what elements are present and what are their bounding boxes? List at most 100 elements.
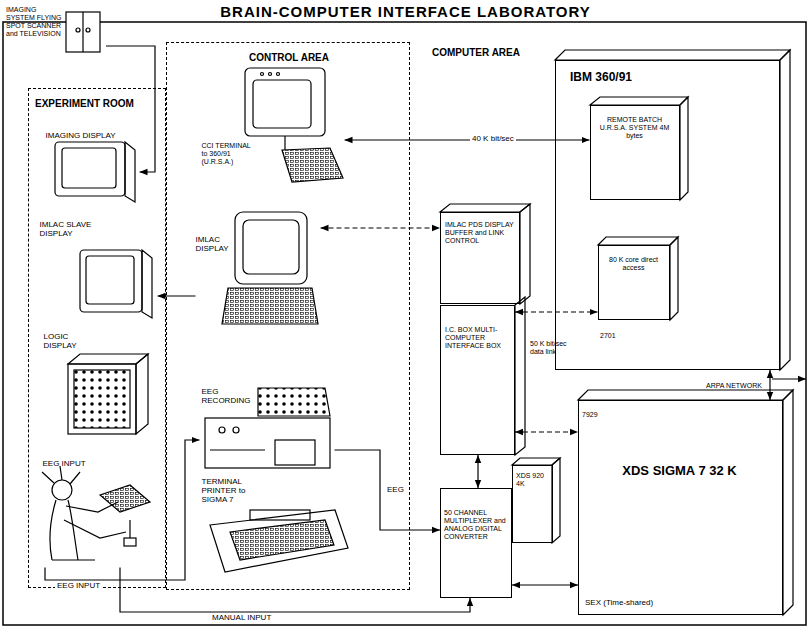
illustration (3, 12, 806, 625)
buffer-box: IMLAC PDS DISPLAY BUFFER and LINK CONTRO… (440, 212, 520, 304)
box-face (783, 390, 793, 615)
terminal-sketch (261, 73, 264, 76)
logic-panel (68, 364, 136, 434)
scanner-cabinet (86, 28, 90, 32)
box-face (440, 204, 530, 455)
node-label: REMOTE BATCH U.R.S.A. SYSTEM 4M bytes (595, 116, 675, 140)
computer-box: XDS 920 4K (512, 465, 553, 543)
converter-box: 50 CHANNEL MULTIPLEXER and ANALOG DIGITA… (440, 488, 512, 598)
terminal-sketch (253, 80, 311, 128)
area-label: ARPA NETWORK (706, 382, 762, 390)
recorder-sketch (233, 427, 239, 433)
box-face (515, 297, 525, 455)
printer-sketch (250, 510, 310, 520)
subject-figure-sketch (52, 480, 72, 500)
computer-box: IBM 360/91REMOTE BATCH U.R.S.A. SYSTEM 4… (555, 60, 780, 370)
terminal-sketch (277, 73, 280, 76)
node-label: IBM 360/91 (570, 71, 632, 85)
monitor-sketch (55, 142, 125, 196)
box-face (680, 97, 688, 200)
signal-line (345, 139, 590, 140)
node-label: IMLAC SLAVE DISPLAY (40, 220, 92, 238)
control-region: CONTROL AREA CCI TERMINAL to 360/91 (U.R.… (166, 42, 410, 590)
subject-figure-sketch (42, 466, 80, 484)
display-unit: IMAGING DISPLAY (40, 122, 140, 204)
node-label: 50 CHANNEL MULTIPLEXER and ANALOG DIGITA… (444, 509, 508, 541)
area-label: 7929 (582, 411, 598, 419)
box-face (520, 204, 530, 304)
node-label: 80 K core direct access (603, 256, 665, 272)
box-face (512, 458, 560, 543)
logic-panel (68, 354, 148, 434)
network-line (772, 378, 806, 379)
node-label: XDS 920 4K (516, 472, 550, 488)
subject-figure-sketch (50, 500, 95, 560)
node-label: EXPERIMENT ROOM (35, 98, 134, 110)
monitor-sketch (222, 288, 318, 324)
monitor-sketch (55, 142, 135, 202)
frame (3, 22, 806, 625)
box-face (780, 50, 790, 370)
monitor-sketch (80, 250, 142, 312)
data-link (515, 311, 598, 312)
monitor-sketch (62, 148, 116, 188)
logic-panel (74, 370, 130, 428)
subject-figure: EEG INPUT (35, 450, 165, 568)
node-label: I.C. BOX MULTI-COMPUTER INTERFACE BOX (445, 326, 511, 350)
subject-figure-sketch (100, 485, 150, 512)
box-face (670, 237, 678, 320)
recorder-sketch (275, 440, 315, 465)
monitor-sketch (243, 220, 299, 274)
node-label: EEG RECORDING (202, 387, 256, 405)
terminal-sketch (245, 68, 343, 182)
terminal-unit: CCI TERMINAL to 360/91 (U.R.S.A.) (200, 62, 345, 190)
logic-panel (68, 354, 148, 364)
line-label: EEG INPUT (55, 581, 102, 590)
signal-line (769, 370, 770, 400)
subject-figure-sketch (124, 538, 136, 546)
data-link (321, 227, 441, 228)
scanner-cabinet (82, 12, 83, 52)
terminal-sketch (245, 68, 325, 136)
monitor-sketch (222, 212, 318, 324)
terminal-sketch (269, 73, 272, 76)
recorder-sketch (205, 418, 330, 468)
area-label: COMPUTER AREA (432, 47, 520, 59)
scanner-cabinet (66, 12, 100, 52)
display-unit: IMLAC SLAVE DISPLAY (38, 218, 158, 323)
scanner-unit: IMAGING SYSTEM FLYING SPOT SCANNER and T… (6, 4, 106, 56)
data-link (515, 431, 578, 432)
memory-box: REMOTE BATCH U.R.S.A. SYSTEM 4M bytes (590, 105, 680, 200)
area-label: 50 K bit/sec data link (530, 340, 576, 356)
logic-panel (136, 354, 148, 434)
line-label: EEG (385, 485, 406, 494)
memory-box: 80 K core direct access (598, 245, 670, 320)
line-label: MANUAL INPUT (210, 613, 273, 622)
node-label: XDS SIGMA 7 32 K (622, 464, 736, 479)
monitor-sketch (235, 212, 307, 284)
node-label: IMAGING DISPLAY (46, 131, 116, 140)
printer-sketch (210, 510, 348, 572)
recorder-sketch (219, 427, 225, 433)
node-label: CCI TERMINAL to 360/91 (U.R.S.A.) (202, 142, 254, 166)
box-face (598, 237, 678, 320)
terminal-sketch (282, 148, 343, 182)
recorder-sketch (258, 388, 330, 416)
monitor-sketch (125, 142, 135, 202)
area-label: 2701 (600, 332, 616, 340)
monitor-sketch (142, 250, 152, 318)
recorder-unit: EEG RECORDING (200, 385, 335, 473)
node-label: IMAGING SYSTEM FLYING SPOT SCANNER and T… (6, 6, 66, 38)
node-label: CONTROL AREA (249, 52, 329, 64)
recorder-sketch (210, 449, 265, 450)
signal-line (512, 584, 578, 585)
box-face (555, 50, 790, 60)
terminal-sketch (284, 136, 285, 150)
printer-sketch (230, 520, 334, 560)
monitor-sketch (80, 250, 152, 318)
diagram-title: BRAIN-COMPUTER INTERFACE LABORATORY (220, 3, 591, 20)
box-face (555, 50, 790, 370)
node-label: LOGIC DISPLAY (44, 332, 94, 350)
